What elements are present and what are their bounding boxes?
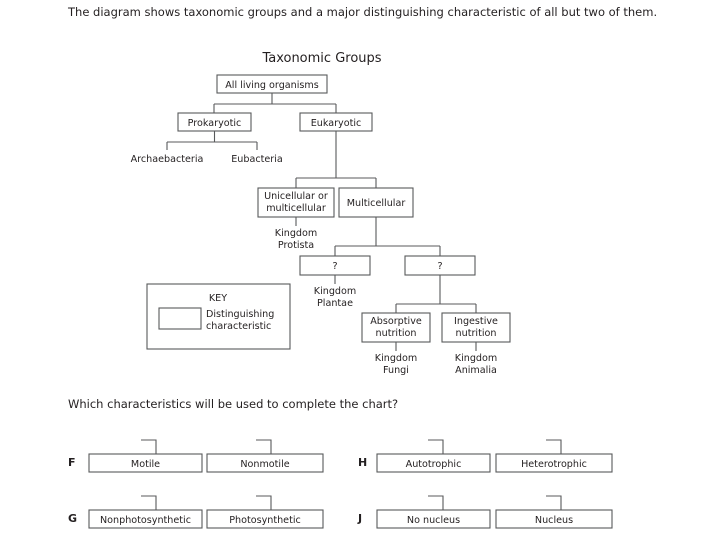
- box-eukaryotic: Eukaryotic: [299, 112, 373, 132]
- box-ingestive-nutrition-label-line1: Ingestive: [454, 316, 498, 327]
- box-unknown-left: ?: [299, 255, 371, 276]
- connector-unknown-right-to-nutrition: [395, 275, 477, 313]
- answer-option-f-choice-0-label: Motile: [131, 459, 160, 470]
- box-prokaryotic-label: Prokaryotic: [188, 118, 242, 129]
- key-heading: KEY: [209, 293, 227, 304]
- box-eukaryotic-label: Eukaryotic: [311, 118, 362, 129]
- box-unicellular-or-multicellular-label-line2: multicellular: [266, 203, 326, 214]
- answer-option-h[interactable]: H Autotrophic Heterotrophic: [358, 439, 613, 473]
- box-unicellular-or-multicellular-label-line1: Unicellular or: [264, 191, 328, 202]
- answer-option-h-letter: H: [358, 456, 367, 469]
- answer-option-g-choice-1[interactable]: Photosynthetic: [206, 495, 324, 529]
- connector-eukaryotic-to-cellularity: [295, 131, 377, 188]
- answer-option-h-choice-0-label: Autotrophic: [406, 459, 462, 470]
- answer-option-h-choice-1-label: Heterotrophic: [521, 459, 587, 470]
- answer-option-f-choice-0[interactable]: Motile: [88, 439, 203, 473]
- leaf-kingdom-fungi-line1: Kingdom: [375, 353, 417, 364]
- leaf-kingdom-protista-line2: Protista: [278, 240, 314, 251]
- answer-option-j-choice-1-label: Nucleus: [535, 515, 573, 526]
- connector-root-to-domains: [213, 93, 337, 113]
- box-absorptive-nutrition-label-line2: nutrition: [376, 328, 417, 339]
- box-absorptive-nutrition-label-line1: Absorptive: [370, 316, 422, 327]
- answer-option-h-choice-1[interactable]: Heterotrophic: [495, 439, 613, 473]
- answer-options: F Motile Nonmotile H Autotrophic Heterot…: [68, 439, 613, 529]
- box-all-living-organisms-label: All living organisms: [225, 80, 319, 91]
- answer-option-g-choice-1-label: Photosynthetic: [229, 515, 301, 526]
- box-multicellular-label: Multicellular: [347, 198, 406, 209]
- answer-option-j-choice-0-label: No nucleus: [407, 515, 460, 526]
- leaf-kingdom-plantae-line1: Kingdom: [314, 286, 356, 297]
- answer-option-f[interactable]: F Motile Nonmotile: [68, 439, 324, 473]
- leaf-kingdom-animalia-line1: Kingdom: [455, 353, 497, 364]
- answer-option-j-choice-1[interactable]: Nucleus: [495, 495, 613, 529]
- box-ingestive-nutrition: Ingestive nutrition: [441, 312, 511, 343]
- connector-multicellular-to-unknowns: [334, 217, 441, 256]
- leaf-eubacteria: Eubacteria: [231, 154, 283, 165]
- answer-option-f-letter: F: [68, 456, 76, 469]
- answer-option-g[interactable]: G Nonphotosynthetic Photosynthetic: [68, 495, 324, 529]
- leaf-kingdom-animalia-line2: Animalia: [455, 365, 497, 376]
- box-ingestive-nutrition-label-line2: nutrition: [456, 328, 497, 339]
- box-prokaryotic: Prokaryotic: [177, 112, 252, 132]
- leaf-kingdom-protista-line1: Kingdom: [275, 228, 317, 239]
- box-all-living-organisms: All living organisms: [216, 74, 328, 94]
- answer-option-j-choice-0[interactable]: No nucleus: [376, 495, 491, 529]
- box-multicellular: Multicellular: [338, 187, 414, 218]
- leaf-kingdom-fungi-line2: Fungi: [383, 365, 409, 376]
- key-panel: KEY Distinguishing characteristic: [146, 283, 291, 350]
- taxonomic-groups-diagram: Taxonomic Groups All living organisms Pr…: [131, 51, 511, 376]
- answer-option-g-letter: G: [68, 512, 77, 525]
- connector-prokaryotic-to-bacteria: [166, 131, 258, 150]
- box-absorptive-nutrition: Absorptive nutrition: [361, 312, 431, 343]
- leaf-archaebacteria: Archaebacteria: [131, 154, 204, 165]
- answer-option-j[interactable]: J No nucleus Nucleus: [357, 495, 613, 529]
- answer-option-g-choice-0[interactable]: Nonphotosynthetic: [88, 495, 203, 529]
- key-legend-line1: Distinguishing: [206, 309, 274, 320]
- key-legend-line2: characteristic: [206, 321, 271, 332]
- leaf-kingdom-plantae-line2: Plantae: [317, 298, 353, 309]
- question-stem: The diagram shows taxonomic groups and a…: [68, 5, 658, 19]
- box-unicellular-or-multicellular: Unicellular or multicellular: [257, 187, 335, 218]
- box-unknown-left-label: ?: [332, 261, 337, 272]
- answer-option-f-choice-1[interactable]: Nonmotile: [206, 439, 324, 473]
- diagram-title: Taxonomic Groups: [261, 51, 381, 66]
- key-swatch-box: [158, 307, 202, 330]
- answer-option-g-choice-0-label: Nonphotosynthetic: [100, 515, 191, 526]
- answer-option-f-choice-1-label: Nonmotile: [240, 459, 289, 470]
- box-unknown-right-label: ?: [437, 261, 442, 272]
- question-prompt: Which characteristics will be used to co…: [68, 397, 399, 411]
- answer-option-h-choice-0[interactable]: Autotrophic: [376, 439, 491, 473]
- answer-option-j-letter: J: [357, 512, 362, 525]
- box-unknown-right: ?: [404, 255, 476, 276]
